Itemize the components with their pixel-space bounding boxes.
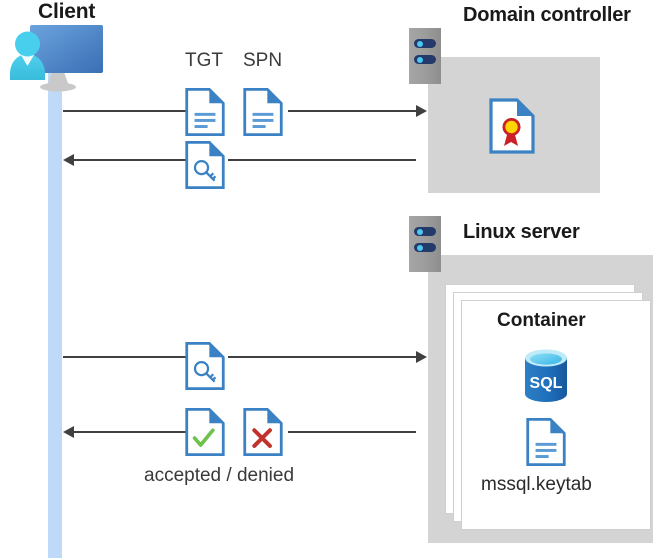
key-document-icon <box>185 140 225 195</box>
domain-controller-title: Domain controller <box>463 4 631 26</box>
arrow-line-1b <box>288 110 416 112</box>
arrow-head-4 <box>63 426 74 438</box>
container-title: Container <box>497 310 586 331</box>
arrow-head-2 <box>63 154 74 166</box>
auth-result-caption: accepted / denied <box>144 465 295 486</box>
arrow-line-2b <box>228 159 416 161</box>
tgt-document-icon <box>185 87 225 142</box>
client-title: Client <box>38 0 96 23</box>
certificate-document-icon <box>489 98 535 159</box>
arrow-line-1a <box>63 110 186 112</box>
spn-label: SPN <box>243 50 283 71</box>
linux-server-title: Linux server <box>463 221 580 243</box>
arrow-head-1 <box>416 105 427 117</box>
linux-server-rack-icon <box>409 216 441 272</box>
keytab-filename-label: mssql.keytab <box>481 474 592 495</box>
sql-label: SQL <box>530 375 563 392</box>
key-document-icon <box>185 341 225 396</box>
arrow-head-3 <box>416 351 427 363</box>
arrow-line-3b <box>228 356 416 358</box>
container-card-front <box>461 300 651 530</box>
tgt-label: TGT <box>185 50 223 71</box>
sql-database-icon: SQL <box>520 348 572 409</box>
domain-controller-server-icon <box>409 28 441 84</box>
accepted-document-icon <box>185 407 225 462</box>
denied-document-icon <box>243 407 283 462</box>
arrow-line-4b <box>288 431 416 433</box>
keytab-document-icon <box>526 417 566 472</box>
arrow-line-3a <box>63 356 186 358</box>
arrow-line-2a <box>74 159 186 161</box>
spn-document-icon <box>243 87 283 142</box>
arrow-line-4a <box>74 431 186 433</box>
client-lifeline <box>48 62 62 558</box>
client-computer-icon <box>8 22 112 96</box>
